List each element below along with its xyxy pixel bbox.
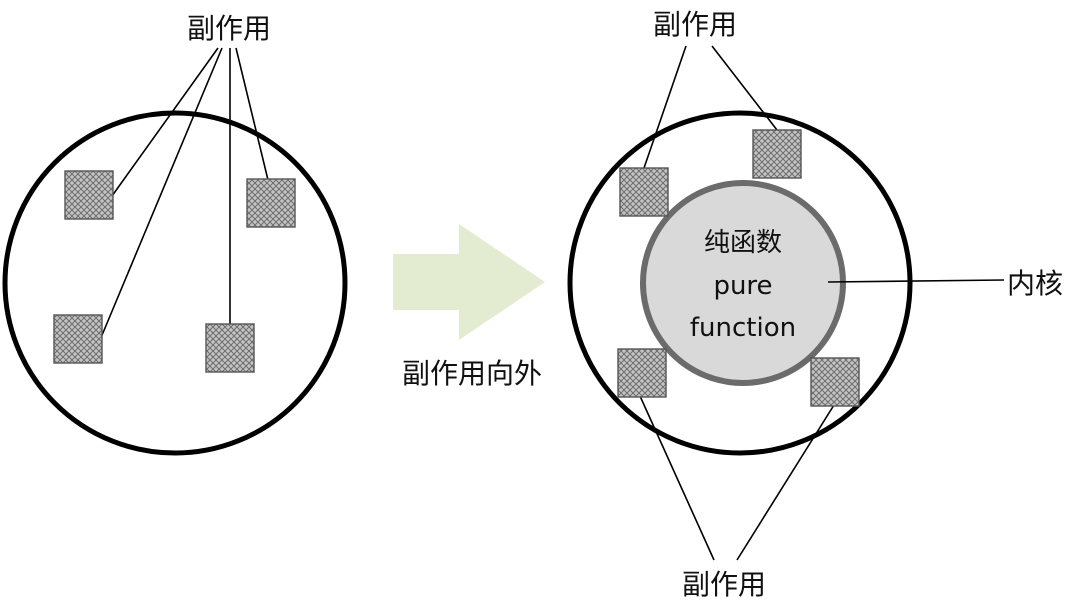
left-connector-line	[235, 47, 269, 181]
left-side-effects-label: 副作用	[187, 12, 271, 45]
right-outer-circle	[567, 110, 913, 456]
side-effect-box	[246, 178, 296, 228]
right-diagram: 纯函数 pure function 副作用 副作用 内核	[567, 8, 1063, 601]
kernel-label: 内核	[1007, 267, 1063, 300]
right-bottom-connector-line	[736, 404, 835, 561]
side-effect-box	[619, 167, 669, 217]
core-subtitle-pure: pure	[713, 271, 772, 301]
core-subtitle-function: function	[690, 313, 796, 343]
side-effect-box	[810, 357, 860, 407]
side-effect-box	[205, 323, 255, 373]
core-title: 纯函数	[704, 228, 782, 258]
right-bottom-side-effects-label: 副作用	[682, 568, 766, 601]
right-top-side-effects-label: 副作用	[653, 8, 737, 41]
kernel-pointer-line	[827, 279, 1005, 283]
left-diagram: 副作用	[2, 12, 348, 456]
left-outer-circle	[2, 110, 348, 456]
arrow-caption: 副作用向外	[402, 357, 542, 390]
left-connector-line	[111, 47, 219, 197]
side-effect-box	[752, 129, 802, 179]
side-effect-box	[617, 348, 667, 398]
left-connector-line	[99, 47, 223, 341]
right-top-connector-line	[711, 45, 778, 131]
pure-function-core	[640, 180, 846, 386]
transform-arrow: 副作用向外	[393, 224, 545, 390]
side-effect-box	[64, 170, 114, 220]
right-top-connector-line	[643, 45, 687, 169]
side-effect-box	[53, 314, 103, 364]
arrow-shape	[393, 224, 545, 340]
right-bottom-connector-line	[639, 395, 715, 561]
